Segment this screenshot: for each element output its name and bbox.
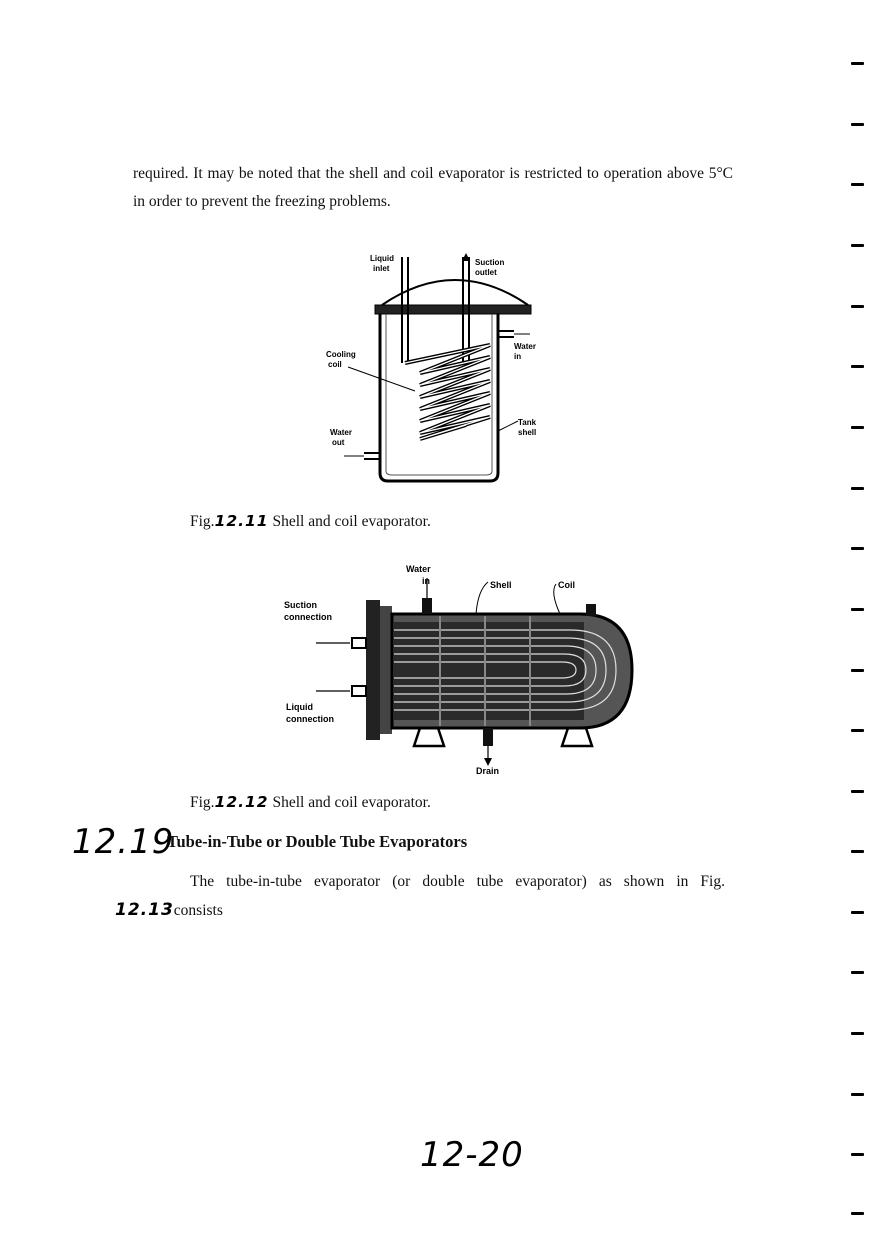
figure2-caption-number: 12.12 (214, 793, 269, 811)
label-shell: Shell (490, 580, 512, 590)
body-figure-ref: 12.13 (115, 900, 174, 920)
label-tank-shell: Tank (518, 418, 537, 427)
label-water-in: Water (514, 342, 536, 351)
margin-dash (851, 911, 864, 914)
section-number: 12.19 (72, 822, 175, 862)
body-line-2: 12.13consists (115, 900, 223, 920)
figure1-caption-text: Shell and coil evaporator. (272, 513, 431, 530)
margin-dash (851, 850, 864, 853)
margin-dash (851, 1032, 864, 1035)
label-suction-outlet: Suction (475, 258, 504, 267)
label-liquid-inlet: Liquid (370, 254, 394, 263)
margin-dash (851, 729, 864, 732)
margin-dash (851, 123, 864, 126)
label-suction-connection-2: connection (284, 612, 332, 622)
label-tank-shell-2: shell (518, 428, 536, 437)
label-cooling-coil-2: coil (328, 360, 342, 369)
label-suction-connection: Suction (284, 600, 317, 610)
label-water-out: Water (330, 428, 352, 437)
label-water-out-2: out (332, 438, 345, 447)
figure1-caption: Fig.12.11 Shell and coil evaporator. (190, 512, 431, 531)
figure2-caption-text: Shell and coil evaporator. (272, 794, 431, 811)
label-suction-outlet-2: outlet (475, 268, 497, 277)
figure2-caption-prefix: Fig. (190, 794, 215, 811)
margin-dash (851, 183, 864, 186)
figure1-caption-prefix: Fig. (190, 513, 215, 530)
margin-dash (851, 608, 864, 611)
label-drain: Drain (476, 766, 499, 776)
margin-dash (851, 426, 864, 429)
label-liquid-connection-2: connection (286, 714, 334, 724)
margin-dash (851, 971, 864, 974)
margin-dash (851, 790, 864, 793)
margin-dash (851, 1093, 864, 1096)
label-water-in-2: in (422, 576, 430, 586)
label-water-in: Water (406, 564, 431, 574)
margin-dash (851, 1153, 864, 1156)
margin-dash (851, 1212, 864, 1215)
margin-dash (851, 62, 864, 65)
figure-shell-coil-horizontal: Water in Shell Coil Suction connection L… (284, 564, 634, 776)
label-water-in-2: in (514, 352, 521, 361)
margin-dash (851, 365, 864, 368)
label-cooling-coil: Cooling (326, 350, 356, 359)
label-liquid-connection: Liquid (286, 702, 313, 712)
margin-dash (851, 305, 864, 308)
margin-dash (851, 244, 864, 247)
body-line-1: The tube-in-tube evaporator (or double t… (190, 873, 725, 890)
page-number: 12-20 (420, 1135, 524, 1175)
intro-paragraph: required. It may be noted that the shell… (133, 165, 733, 210)
margin-dash (851, 487, 864, 490)
figure-shell-coil-vertical: Liquid inlet Suction outlet Water in Coo… (326, 253, 537, 483)
label-liquid-inlet-2: inlet (373, 264, 390, 273)
margin-dash (851, 547, 864, 550)
body-line-2-text: consists (173, 902, 223, 919)
section-title: Tube-in-Tube or Double Tube Evaporators (167, 832, 468, 851)
figure2-caption: Fig.12.12 Shell and coil evaporator. (190, 793, 431, 812)
margin-dash (851, 669, 864, 672)
label-coil: Coil (558, 580, 575, 590)
figure1-caption-number: 12.11 (214, 512, 269, 530)
